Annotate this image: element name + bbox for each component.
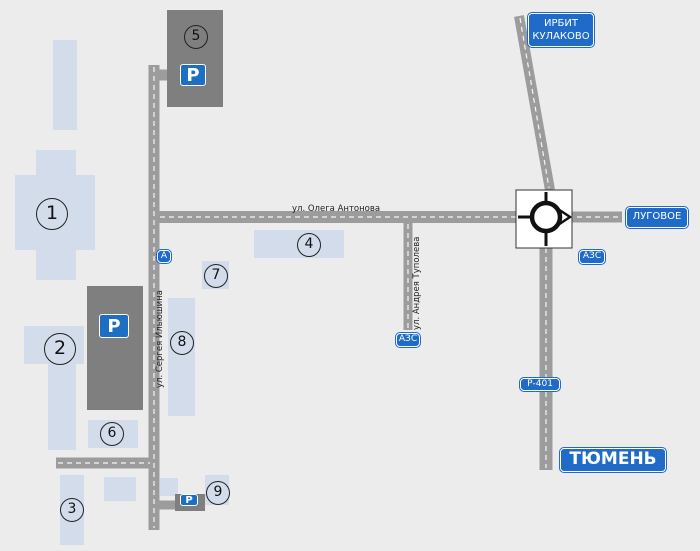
building-small-1 — [104, 477, 136, 501]
gas-station-sign-east: АЗС — [578, 249, 606, 265]
building-number-7: 7 — [204, 264, 228, 288]
building-top-left — [53, 40, 77, 130]
sign-line-irbit: ИРБИТ — [544, 18, 578, 29]
building-number-4: 4 — [297, 233, 321, 257]
building-number-2: 2 — [44, 333, 76, 365]
street-label-andrey-tupolev: ул. Андрея Туполева — [412, 236, 422, 330]
street-label-oleg-antonov: ул. Олега Антонова — [292, 204, 381, 214]
building-number-9: 9 — [206, 481, 230, 505]
direction-sign-lugovoe: ЛУГОВОЕ — [625, 206, 689, 229]
parking-sign-5: P — [180, 64, 206, 86]
road-sign-a: А — [156, 249, 172, 264]
building-number-3: 3 — [60, 498, 84, 522]
road-number-sign-r401: Р-401 — [519, 377, 561, 392]
building-number-8: 8 — [170, 331, 194, 355]
direction-sign-irbit-kulakovo: ИРБИТ КУЛАКОВО — [527, 12, 595, 48]
parking-sign-small: P — [180, 494, 198, 506]
roads-markings — [58, 17, 620, 528]
gas-station-sign-tupolev: АЗС — [395, 332, 421, 348]
building-number-5: 5 — [184, 25, 208, 49]
roads-base — [56, 15, 622, 530]
parking-sign-main: P — [99, 314, 129, 338]
building-number-1: 1 — [36, 198, 68, 230]
building-number-6: 6 — [100, 422, 124, 446]
sign-line-kulakovo: КУЛАКОВО — [532, 31, 590, 42]
roundabout — [515, 189, 573, 249]
street-label-sergey-ilyushin: ул. Сергея Ильюшина — [155, 290, 165, 388]
building-8-block — [168, 298, 195, 416]
city-sign-tyumen: ТЮМЕНЬ — [559, 447, 667, 473]
parking-lot-main — [87, 286, 143, 410]
building-small-2 — [160, 478, 178, 496]
